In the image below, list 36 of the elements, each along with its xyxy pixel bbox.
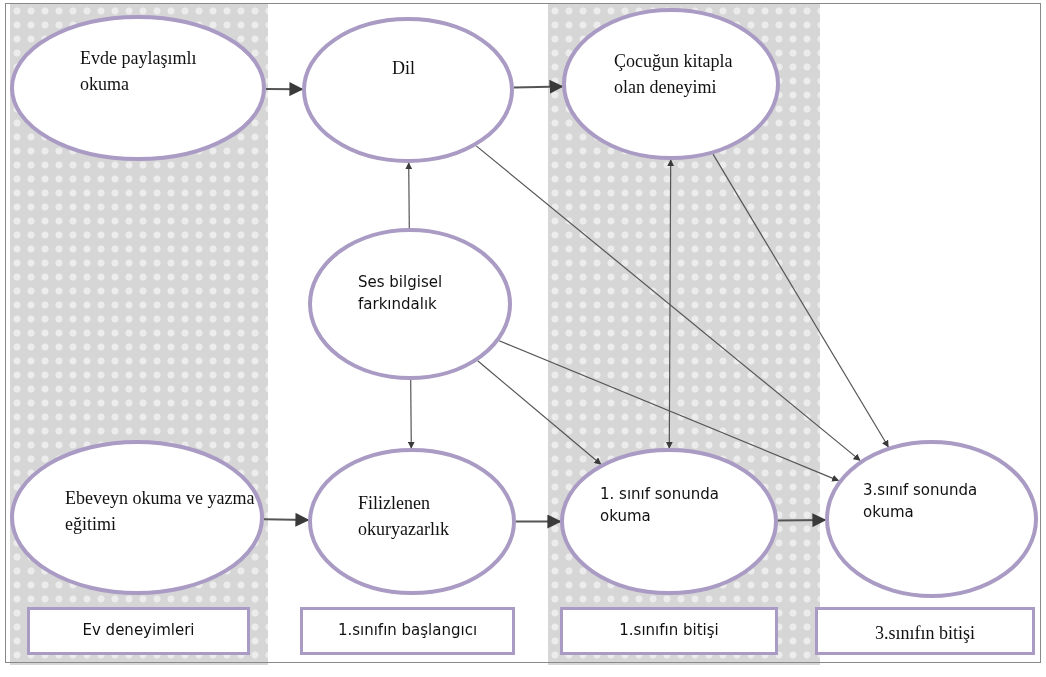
node-label: Ebeveyn okuma ve yazma eğitimi: [65, 487, 255, 537]
arrow: [405, 162, 413, 229]
ellipse-node: [562, 8, 780, 160]
stage-label: 1.sınıfın başlangıcı: [336, 620, 479, 641]
arrow: [512, 79, 564, 94]
ellipse-node: [308, 228, 512, 380]
arrow: [777, 513, 827, 528]
ellipse-node: [302, 17, 514, 163]
arrow: [475, 145, 861, 461]
node-label: Filizlenen okuryazarlık: [358, 492, 450, 542]
arrow: [712, 153, 889, 448]
arrow: [515, 514, 562, 529]
stage-label: Ev deneyimleri: [81, 620, 196, 641]
node-label: Dil: [392, 57, 416, 80]
ellipse-node: [308, 448, 516, 595]
label-box: [300, 607, 515, 655]
arrow: [263, 512, 310, 527]
label-box: [27, 607, 250, 655]
label-box: [815, 607, 1035, 655]
node-label: 1. sınıf sonunda okuma: [600, 484, 720, 527]
node-label: Evde paylaşımlı okuma: [80, 47, 198, 97]
node-label: 3.sınıf sonunda okuma: [863, 480, 979, 523]
ellipse-node: [10, 440, 264, 595]
arrow: [498, 340, 840, 482]
node-label: Ses bilgisel farkındalık: [358, 272, 444, 315]
arrow: [477, 360, 602, 465]
ellipse-node: [560, 448, 778, 595]
arrow: [665, 159, 675, 449]
stage-label: 1.sınıfın bitişi: [618, 620, 720, 641]
arrow: [265, 82, 304, 97]
ellipse-node: [825, 440, 1038, 598]
label-box: [560, 607, 778, 655]
stage-label: 3.sınıfın bitişi: [874, 622, 976, 645]
arrow: [407, 379, 415, 449]
ellipse-node: [10, 15, 266, 161]
node-label: Çocuğun kitapla olan deneyimi: [614, 50, 734, 100]
